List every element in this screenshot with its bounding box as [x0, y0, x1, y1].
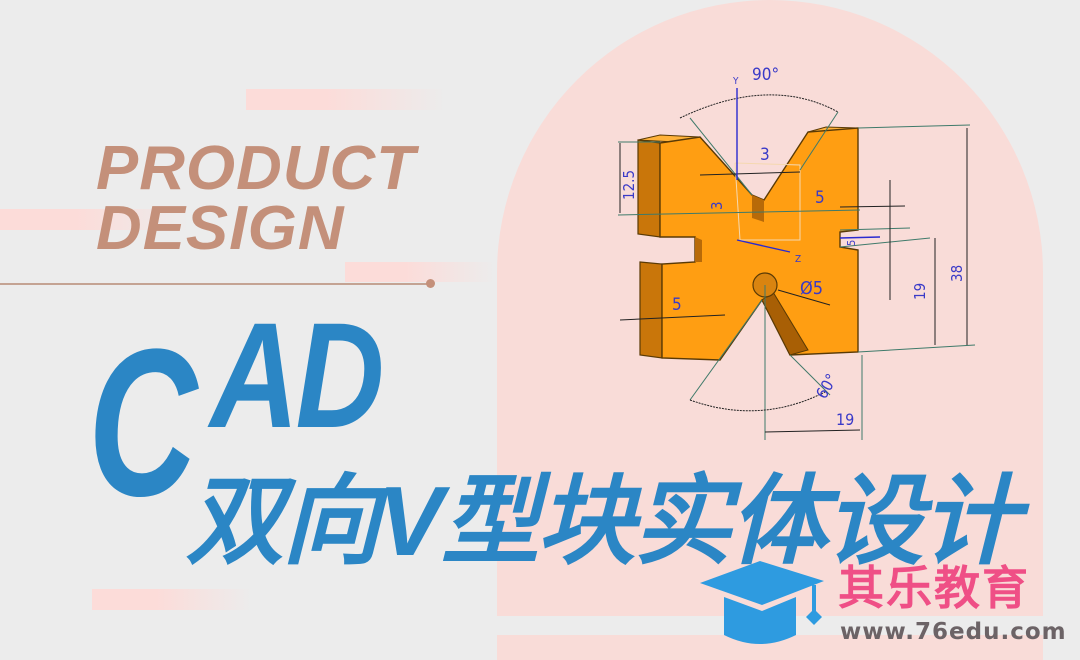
graduation-cap-icon — [700, 561, 824, 644]
dim-3-horizontal: 3 — [760, 145, 770, 165]
decor-stripe — [246, 89, 446, 110]
dim-5-slot: 5 — [845, 240, 858, 246]
brand-name: 其乐教育 — [838, 562, 1030, 614]
dim-12-5: 12.5 — [620, 170, 638, 200]
decor-stripe — [345, 262, 495, 282]
decor-stripe — [92, 589, 252, 610]
brand-url[interactable]: www.76edu.com — [840, 619, 1067, 645]
cad-logo-c: C — [88, 305, 198, 540]
eyebrow-product: PRODUCT — [96, 134, 416, 203]
dim-38: 38 — [948, 265, 966, 282]
cad-logo-ad: AD — [210, 291, 384, 459]
axis-z-label: Z — [795, 254, 801, 265]
divider-dot — [426, 279, 435, 288]
eyebrow-design: DESIGN — [96, 194, 345, 263]
dim-angle-90: 90° — [752, 65, 779, 85]
axis-y-label: Y — [732, 76, 739, 87]
decor-stripe — [0, 209, 190, 230]
dim-19-horizontal: 19 — [836, 410, 854, 429]
dim-angle-60: 60° — [812, 370, 841, 402]
dim-19-vertical: 19 — [911, 283, 929, 300]
course-title: 双向V型块实体设计 — [186, 466, 1019, 576]
v-block-drawing: Y Z 90° 3 5 5 Ø5 60° 19 12.5 3 19 38 5 — [617, 65, 976, 440]
dim-5-left: 5 — [672, 295, 682, 315]
dim-5-right: 5 — [815, 188, 825, 208]
dim-3-vertical: 3 — [708, 201, 726, 210]
pink-arch-background — [497, 0, 1043, 660]
dim-diameter-5: Ø5 — [800, 278, 823, 299]
divider-line — [0, 283, 430, 285]
